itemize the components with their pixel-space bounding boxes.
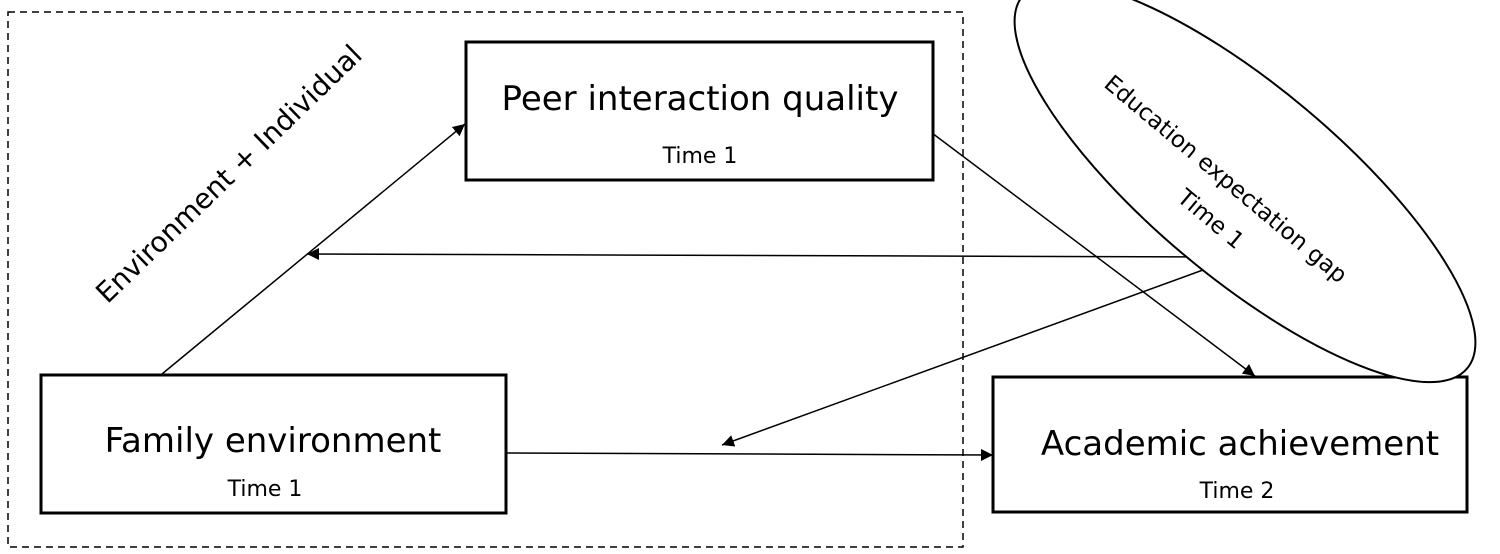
environment-individual-group — [7, 11, 964, 548]
node-academic-title: Academic achievement — [1041, 424, 1439, 464]
node-family-time: Time 1 — [227, 477, 303, 502]
edge-family-to-peer — [161, 123, 466, 375]
node-academic-time: Time 2 — [1199, 479, 1275, 504]
edge-gap-moderates-family-peer — [306, 248, 1226, 261]
node-academic-achievement: Academic achievement Time 2 — [991, 375, 1469, 514]
edge-family-to-academic — [505, 448, 994, 461]
node-peer-time: Time 1 — [662, 144, 738, 169]
group-label: Environment + Individual — [89, 38, 368, 309]
edges — [161, 123, 1256, 461]
edge-gap-moderates-family-academic — [721, 261, 1226, 447]
edge-peer-to-academic — [931, 132, 1256, 377]
node-family-title: Family environment — [105, 421, 442, 461]
node-education-expectation-gap: Education expectation gap Time 1 — [1013, 0, 1477, 384]
node-peer-interaction-quality: Peer interaction quality Time 1 — [464, 40, 935, 182]
node-family-environment: Family environment Time 1 — [39, 373, 508, 515]
node-peer-title: Peer interaction quality — [502, 79, 899, 119]
